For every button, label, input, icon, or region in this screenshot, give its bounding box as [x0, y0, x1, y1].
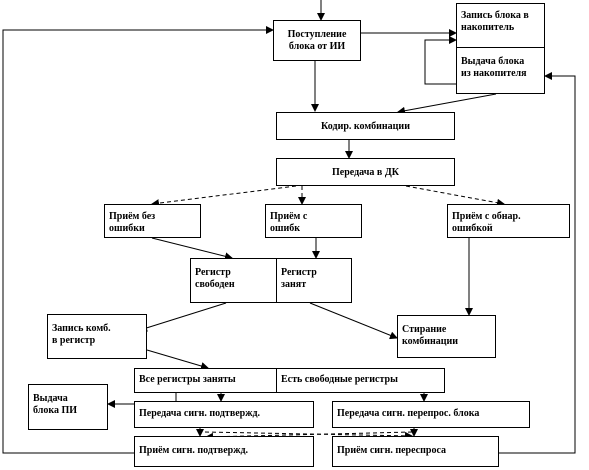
block-receive-from-source: Поступление блока от ИИ — [273, 20, 361, 61]
block-transmit-dk: Передача в ДК — [276, 158, 455, 186]
block-write-register: Запись комб. в регистр — [47, 314, 147, 359]
block-register-free: Регистр свободен — [190, 258, 277, 303]
block-send-retransmit: Передача сигн. перепрос. блока — [332, 401, 530, 428]
block-register-busy: Регистр занят — [276, 258, 352, 303]
block-all-registers-busy: Все регистры заняты — [134, 368, 277, 393]
block-recv-detected-error: Приём с обнар. ошибкой — [447, 204, 570, 238]
arrow-busy-to-erase — [309, 302, 398, 340]
block-coding: Кодир. комбинации — [276, 112, 455, 140]
storage-loop-left — [424, 36, 457, 85]
block-recv-with-error: Приём с ошибк — [265, 204, 362, 238]
block-recv-no-error: Приём без ошибки — [104, 204, 201, 238]
block-erase: Стирание комбинации — [397, 315, 496, 358]
block-send-confirm: Передача сигн. подтвержд. — [134, 401, 314, 428]
block-recv-confirm: Приём сигн. подтвержд. — [134, 436, 314, 467]
block-recv-retransmit: Приём сигн. переспроса — [332, 436, 499, 467]
block-output-pi: Выдача блока ПИ — [28, 384, 108, 430]
arrow-free-to-write — [139, 302, 227, 332]
return-line-left — [2, 26, 274, 454]
block-write-storage: Запись блока в накопитель — [456, 3, 545, 48]
dashed-dk-to-recv-detected — [405, 185, 505, 207]
arrow-storage-to-coding — [397, 93, 497, 115]
block-read-storage: Выдача блока из накопителя — [456, 47, 545, 94]
arrow-ok-to-reg-free — [151, 237, 233, 261]
dashed-dk-to-recv-ok — [151, 185, 297, 208]
block-has-free-registers: Есть свободные регистры — [276, 368, 445, 393]
arrow-write-to-status — [146, 349, 209, 370]
return-line-right — [499, 72, 576, 454]
